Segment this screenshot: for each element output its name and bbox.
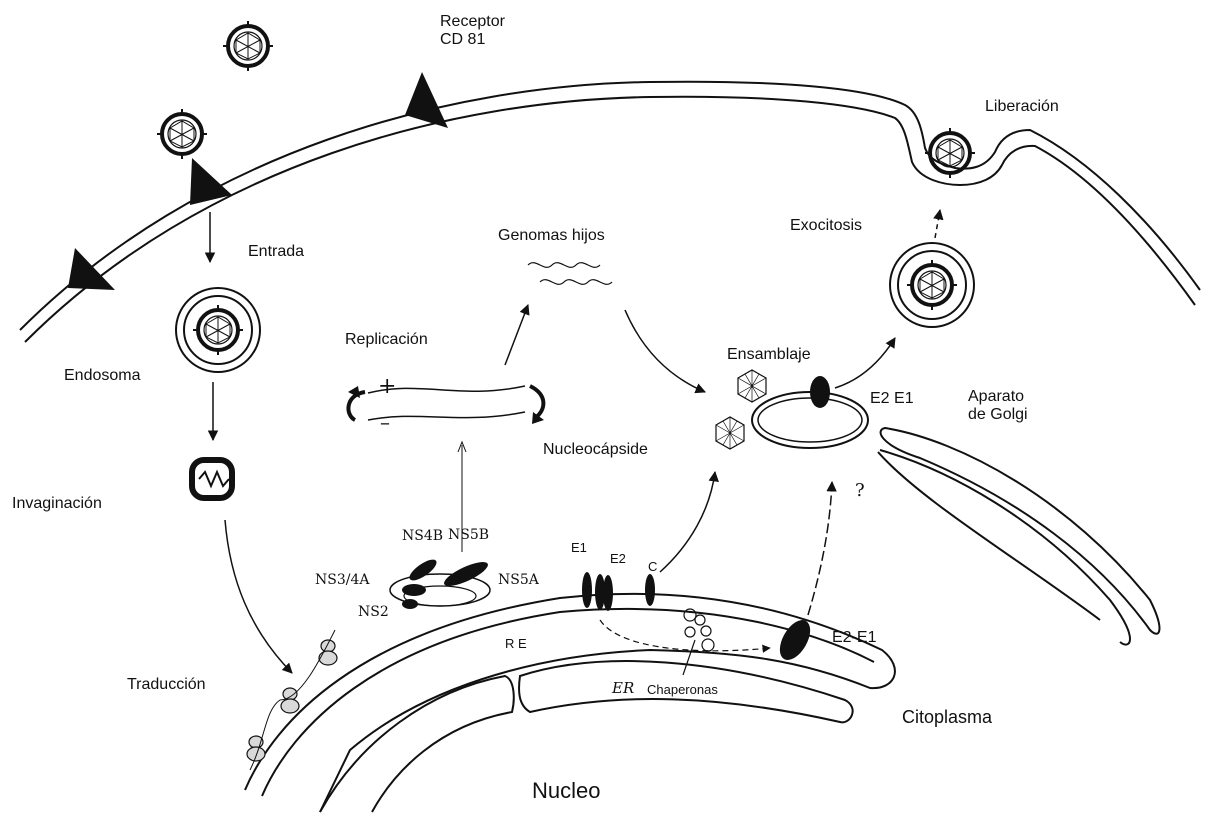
arrow-to-exocytosis <box>835 338 895 388</box>
replication-complex <box>390 556 491 609</box>
assembly-vesicle <box>752 376 868 448</box>
ns2-protein <box>402 599 418 609</box>
label-minus-strand: – <box>380 410 390 434</box>
e2-e1-heterodimer <box>774 615 817 665</box>
label-e1: E1 <box>571 540 587 555</box>
label-nucleocapside: Nucleocápside <box>543 441 648 459</box>
label-entrada: Entrada <box>248 243 304 261</box>
label-aparato-golgi: Aparato de Golgi <box>968 388 1028 424</box>
progeny-genomes <box>528 263 612 285</box>
label-traduccion: Traducción <box>127 676 206 694</box>
receptor-cd81-top <box>405 72 448 128</box>
label-receptor-line2: CD 81 <box>440 31 505 49</box>
label-nucleo: Nucleo <box>532 778 600 804</box>
exocytosis-vesicle <box>890 243 974 327</box>
arrow-heterodimer-to-golgi <box>808 482 832 615</box>
label-aparato-line2: de Golgi <box>968 406 1028 424</box>
label-receptor: Receptor CD 81 <box>440 13 505 49</box>
label-ensamblaje: Ensamblaje <box>727 346 811 364</box>
arrow-er-to-heterodimer <box>600 620 770 651</box>
label-liberacion: Liberación <box>985 98 1059 116</box>
core-protein <box>645 574 655 606</box>
e2-e1-envelope-protein <box>810 376 830 408</box>
label-question-mark: ? <box>855 480 865 501</box>
label-genomas-hijos: Genomas hijos <box>498 227 605 245</box>
ns4b-protein <box>406 556 439 584</box>
arrow-to-genomes <box>505 305 528 365</box>
label-receptor-line1: Receptor <box>440 13 505 31</box>
label-citoplasma: Citoplasma <box>902 707 992 728</box>
endosome <box>176 288 260 372</box>
label-ns2: NS2 <box>358 604 389 620</box>
arrow-core-to-assembly <box>660 472 715 572</box>
label-ns3-4a: NS3/4A <box>315 572 369 588</box>
label-ns4b: NS4B <box>402 528 443 544</box>
label-e2-e1-lower: E2-E1 <box>832 629 876 647</box>
golgi-apparatus <box>878 428 1159 645</box>
virion-bound <box>157 109 207 159</box>
capsid-1 <box>738 370 766 402</box>
label-re: R E <box>505 636 527 651</box>
capsid-2 <box>716 417 744 449</box>
uncoating-particle <box>192 460 232 498</box>
label-e2: E2 <box>610 551 626 566</box>
arrow-genomes-to-assembly <box>625 310 705 392</box>
label-replicacion: Replicación <box>345 331 428 349</box>
arrow-to-release <box>935 210 940 238</box>
ns3-protein <box>402 584 426 596</box>
label-ns5a: NS5A <box>498 572 539 588</box>
label-er: ER <box>612 679 634 697</box>
label-invaginacion: Invaginación <box>12 495 102 513</box>
label-aparato-line1: Aparato <box>968 388 1028 406</box>
label-endosoma: Endosoma <box>64 367 141 385</box>
virion-free <box>223 21 273 71</box>
e2-protein-b <box>603 575 613 611</box>
label-chaperonas: Chaperonas <box>647 682 718 697</box>
label-c: C <box>648 559 657 574</box>
e1-protein <box>582 572 592 608</box>
label-exocitosis: Exocitosis <box>790 217 862 235</box>
label-ns5b: NS5B <box>448 527 489 543</box>
label-e2-e1-top: E2 E1 <box>870 390 914 408</box>
label-plus-strand: + <box>378 374 396 399</box>
arrow-to-translation <box>225 520 292 673</box>
virion-release <box>925 128 975 178</box>
